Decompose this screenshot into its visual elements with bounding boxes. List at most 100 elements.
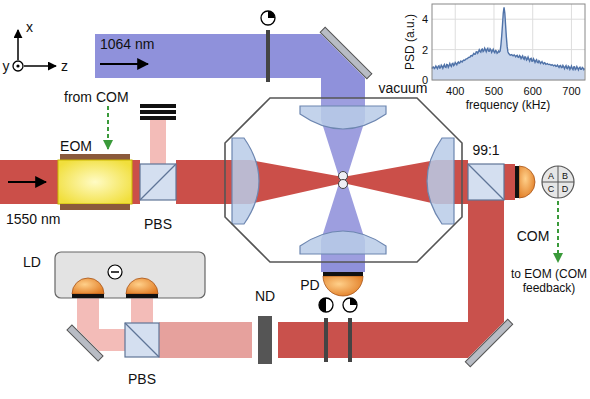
eom-crystal-outline [60, 204, 130, 210]
detector-symbol [519, 166, 535, 198]
axes-symbol [13, 61, 23, 71]
quarter-waveplate-icon [350, 298, 357, 305]
beamsplitter-cube-outline [140, 164, 176, 200]
mirror [67, 325, 103, 361]
quarter-waveplate-icon [261, 11, 275, 25]
waveplate [324, 318, 328, 362]
photodiode: PD [298, 272, 366, 302]
tick-label: 600 [524, 85, 542, 98]
probe-beam [0, 160, 58, 204]
beamsplitter-cube-outline [125, 323, 159, 357]
beam-dump [140, 110, 176, 114]
beamsplitter-cube-outline [468, 164, 504, 200]
input-arrow [8, 181, 46, 183]
axes-symbol [13, 30, 56, 71]
input-arrow [100, 63, 148, 65]
tick-label: 500 [485, 85, 503, 98]
laser-beam [159, 322, 252, 358]
quadrant-letter: A [548, 171, 554, 181]
eom-crystal: EOM [58, 138, 132, 212]
beam-dump [140, 104, 176, 120]
beam-dump [140, 104, 176, 108]
particle [339, 180, 348, 189]
detector-symbol [72, 278, 104, 298]
detector-symbol [72, 278, 104, 294]
beamsplitter-cube: PBS [125, 323, 159, 390]
component-label: vacuum [378, 80, 427, 96]
balanced-detector-outline [55, 252, 205, 298]
detector-symbol [323, 276, 363, 296]
lens [232, 106, 454, 254]
laser-beam [176, 160, 225, 204]
mirror-mask [466, 320, 506, 360]
detector-symbol [72, 294, 104, 298]
beamsplitter-cube-outline [468, 164, 504, 200]
detector-symbol [126, 294, 158, 298]
balanced-detector-outline [108, 265, 122, 279]
grid-lines [432, 19, 585, 20]
quarter-waveplate-icon [343, 298, 357, 312]
signal-label: from COM [64, 89, 129, 105]
axes-symbol [16, 64, 19, 67]
psd-inset [432, 4, 585, 80]
quadrant-detector-outline [542, 166, 574, 198]
tick-label: 700 [562, 85, 580, 98]
detector-symbol [126, 278, 158, 294]
laser-beam [132, 160, 140, 204]
plot-frame [432, 4, 585, 80]
signal-label: to EOM (COM feedback) [509, 268, 589, 296]
waveplate [348, 318, 352, 362]
quadrant-detector-outline [558, 166, 559, 198]
detector-symbol [515, 166, 519, 198]
detector-symbol [323, 272, 363, 296]
vacuum-chamber-outline [225, 98, 462, 262]
quarter-waveplate-icon [261, 11, 275, 25]
beamsplitter-cube: 99:1 [468, 142, 504, 200]
quarter-waveplate-icon [268, 11, 275, 18]
axis-title: PSD (a.u.) [404, 14, 418, 70]
axes-symbol [17, 30, 19, 60]
quadrant-letter: D [562, 184, 569, 194]
beamsplitter-cube: PBS [140, 162, 176, 240]
detector-symbol [515, 166, 535, 198]
lens [232, 138, 259, 224]
feedback-arrow [107, 106, 109, 149]
axes-symbol [24, 65, 56, 67]
detector-symbol [323, 272, 363, 276]
beamsplitter-cube-outline [140, 164, 176, 200]
quadrant-letter: C [548, 184, 555, 194]
laser-beam [504, 164, 515, 200]
nd-filter-outline [258, 316, 272, 364]
quadrant-letter: B [562, 171, 568, 181]
component-label: EOM [60, 138, 92, 154]
laser-beam [131, 298, 153, 323]
axis-label: z [61, 58, 68, 74]
rejected-beam [150, 120, 166, 164]
wavelength-label: 1550 nm [6, 211, 60, 227]
component-label: PD [300, 277, 319, 293]
lens [427, 138, 454, 224]
feedback-arrow [557, 201, 559, 262]
axis-title: frequency (kHz) [466, 99, 551, 113]
component-label: PBS [144, 216, 172, 232]
vacuum-chamber-outline [225, 80, 462, 262]
mirror [320, 27, 372, 79]
axis-label: x [26, 19, 33, 35]
laser-beam [321, 262, 365, 272]
half-waveplate-icon [319, 298, 333, 312]
tick-label: 0 [422, 74, 428, 87]
axis-label: y [3, 58, 10, 74]
tick-label: 2 [422, 43, 428, 56]
beamsplitter-cube-outline [125, 323, 159, 357]
lens [300, 231, 386, 254]
nd-filter: ND [252, 288, 278, 364]
component-label: PBS [128, 371, 156, 387]
eom-crystal-outline [60, 154, 130, 160]
grid-lines [432, 49, 585, 50]
beam-dump [140, 116, 176, 120]
tick-label: 400 [446, 85, 464, 98]
wavelength-label: 1064 nm [100, 36, 154, 52]
balanced-detector-outline [20, 250, 205, 298]
